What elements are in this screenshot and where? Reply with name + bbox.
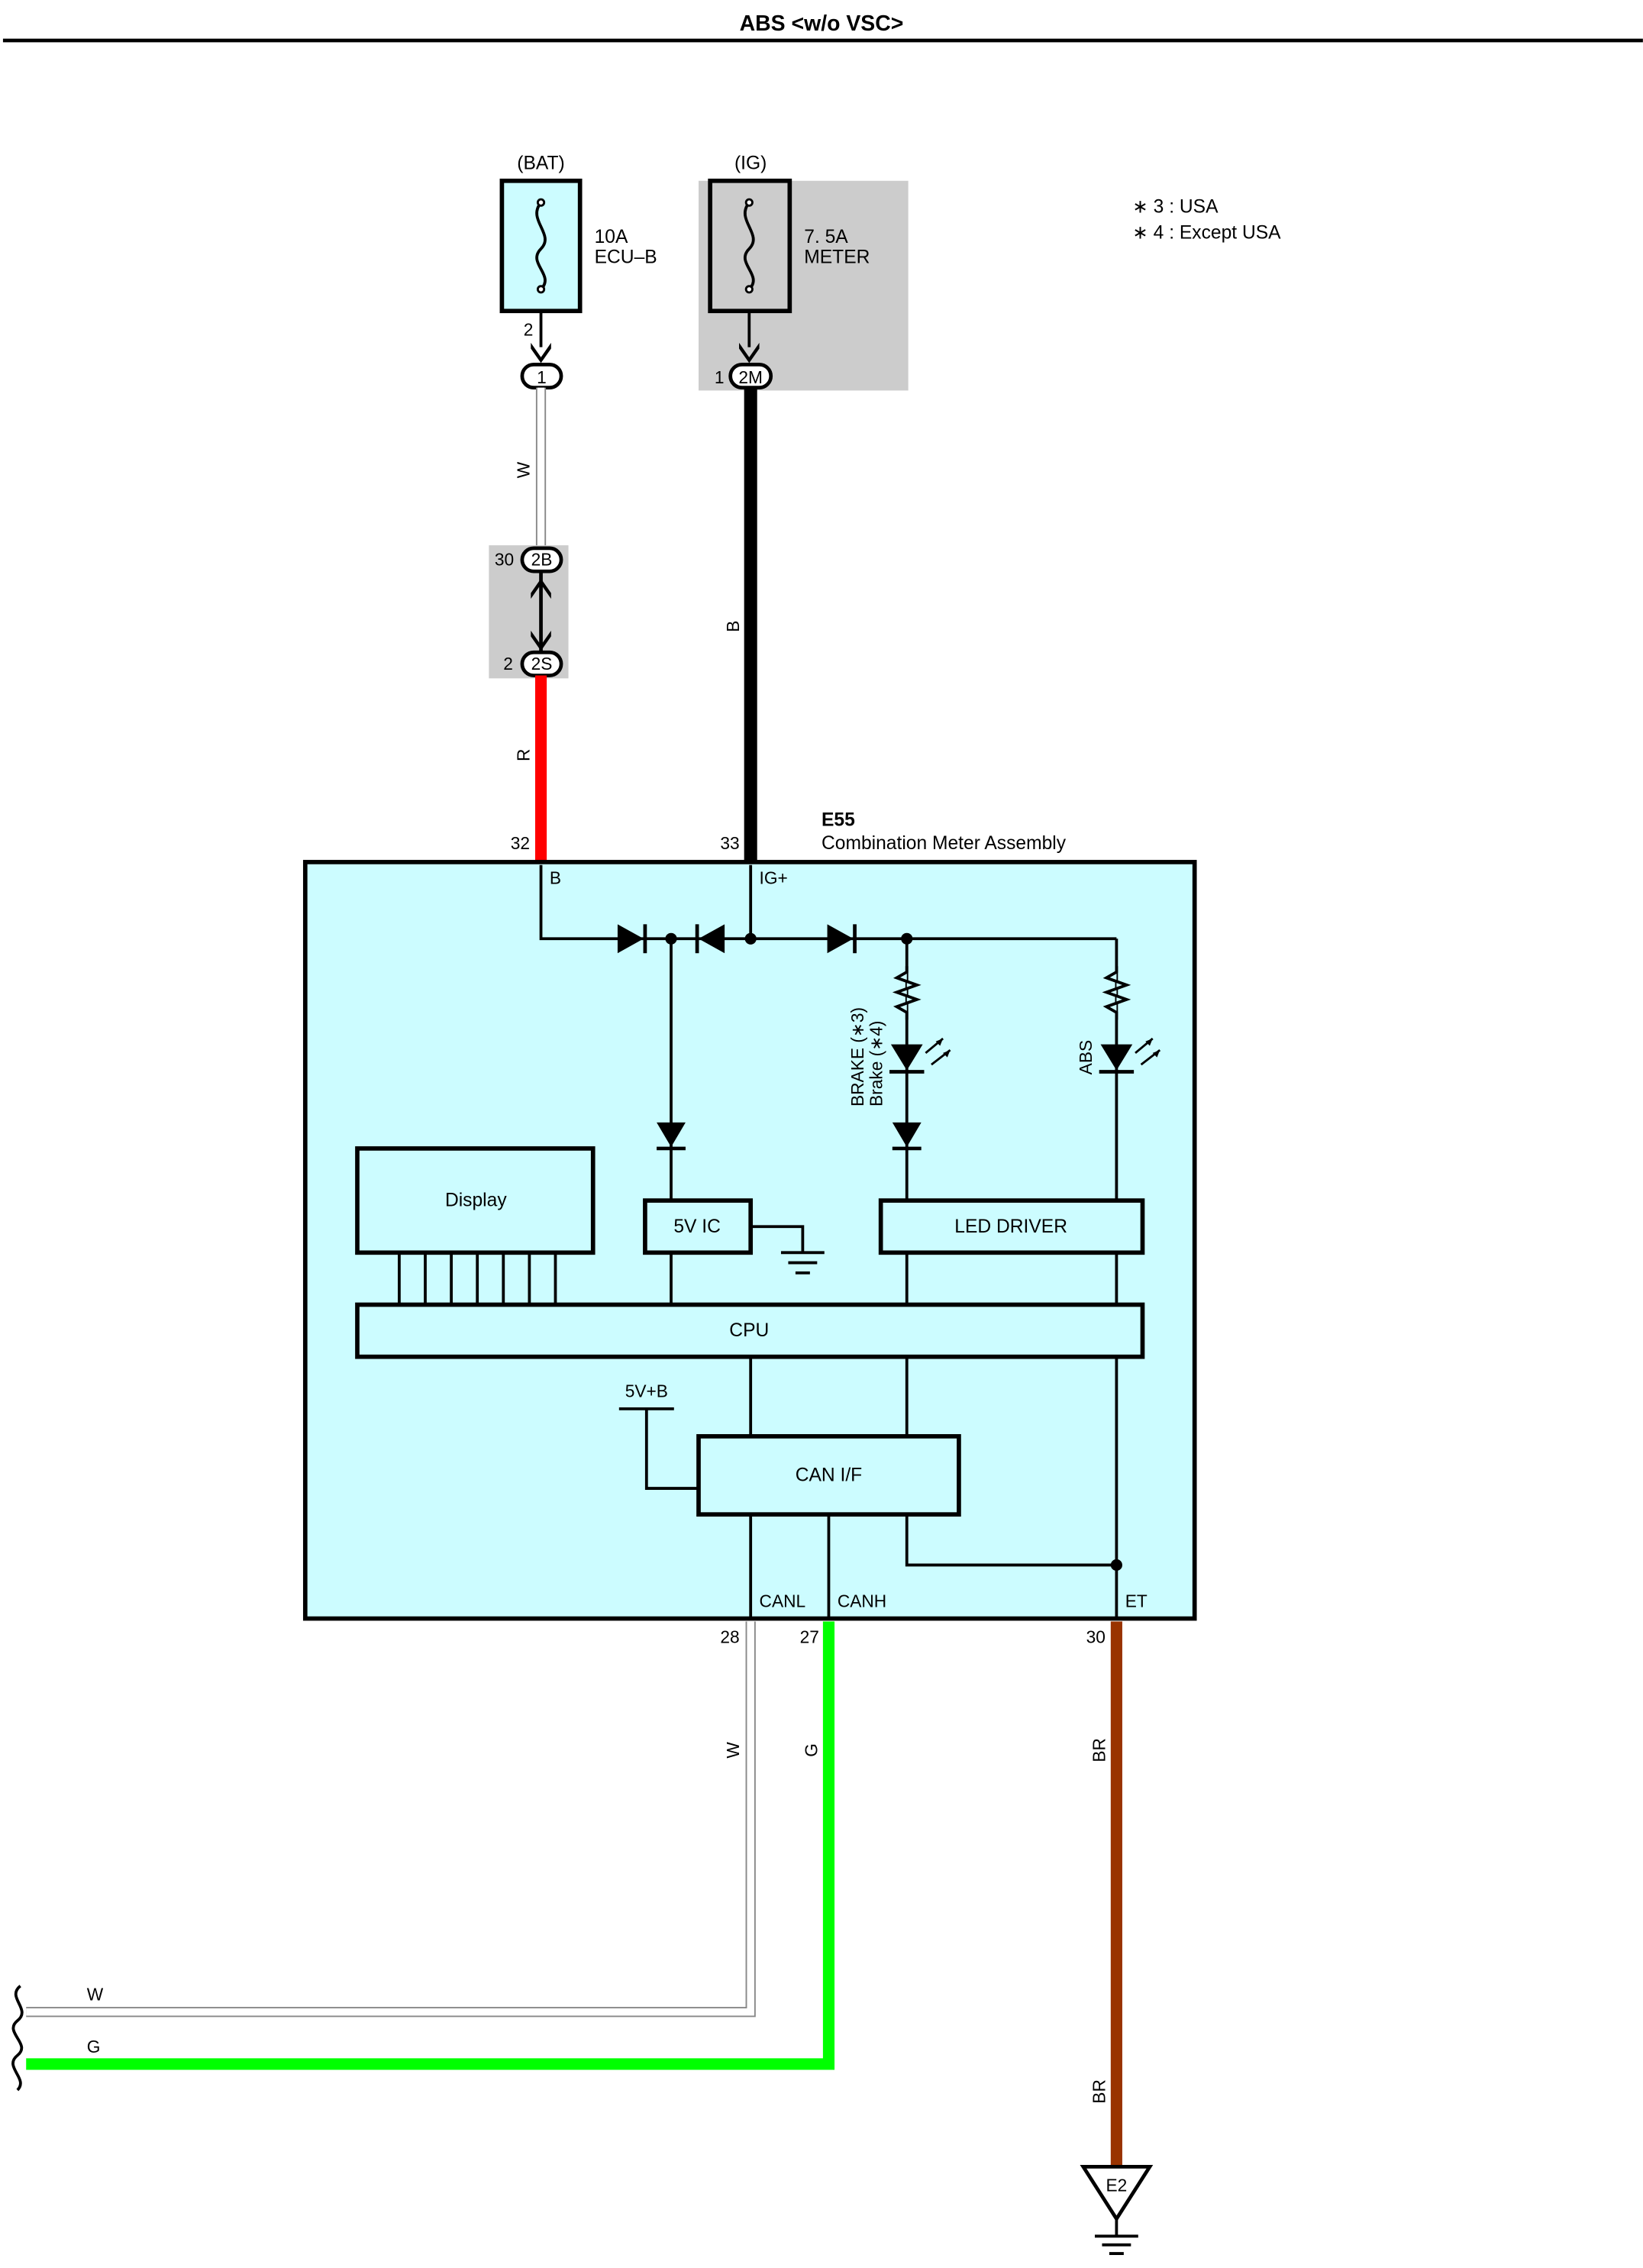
ic-label: 5V IC xyxy=(673,1216,721,1237)
wire-ground-label: BR xyxy=(1089,2079,1109,2104)
brake-led-label: BRAKE (∗3) xyxy=(847,1007,867,1107)
bat-fuse-amp: 10A xyxy=(595,227,628,247)
ig-fuse-name: METER xyxy=(804,247,870,268)
diode-1-icon xyxy=(617,924,647,954)
can-if-label: CAN I/F xyxy=(796,1465,863,1486)
ground-point-label: E2 xyxy=(1106,2176,1128,2195)
bat-fuse-terminal-bottom xyxy=(536,285,546,294)
cpu-label: CPU xyxy=(729,1320,769,1341)
terminal-et-label: ET xyxy=(1125,1591,1148,1611)
note-usa: ∗ 3 : USA xyxy=(1132,196,1219,217)
chassis-ground-icon xyxy=(1094,2218,1138,2255)
display-block xyxy=(355,1146,596,1255)
trace-can-et xyxy=(905,1514,1117,1567)
resistor-brake-icon xyxy=(892,966,922,1020)
wire-bat-w-label: W xyxy=(513,461,533,478)
junction-down-arrow-icon xyxy=(531,630,551,651)
ig-connector-arrow-icon xyxy=(739,342,760,363)
ig-fuse-terminal-top xyxy=(744,198,754,207)
pin-b-number: 32 xyxy=(511,833,530,853)
ig-connector-label: 2M xyxy=(738,367,763,387)
connector-2s-pin: 2 xyxy=(503,654,513,674)
led-driver-block xyxy=(878,1198,1145,1255)
bat-fuse-terminal-top xyxy=(536,198,546,207)
ig-connector-pin: 1 xyxy=(715,367,725,387)
can-if-block xyxy=(696,1434,961,1517)
page-title: ABS <w/o VSC> xyxy=(740,11,904,36)
pin-ig-number: 33 xyxy=(720,833,739,853)
wire-ig-b-label: B xyxy=(723,621,743,632)
junction-up-arrow-icon xyxy=(531,578,551,599)
node-ig-tap xyxy=(744,932,757,945)
wire-bat-r-label: R xyxy=(513,749,533,761)
bus-w-label: W xyxy=(87,1985,104,2005)
ig-source-label: (IG) xyxy=(734,153,767,174)
ic-block xyxy=(643,1198,754,1255)
node-et xyxy=(1110,1559,1122,1572)
pin-canl-number: 28 xyxy=(720,1627,739,1647)
connector-2b-pin: 30 xyxy=(495,550,514,570)
note-except-usa: ∗ 4 : Except USA xyxy=(1132,223,1281,244)
terminal-ig-label: IG+ xyxy=(760,867,788,887)
brake-led-label-alt: Brake (∗4) xyxy=(867,1021,886,1107)
trace-supply xyxy=(644,1408,699,1490)
supply-label: 5V+B xyxy=(625,1381,668,1401)
bat-fuse-pin: 2 xyxy=(524,319,534,339)
bus-g-label: G xyxy=(87,2037,101,2056)
wire-canh-label: G xyxy=(801,1743,821,1757)
bat-connector-arrow-icon xyxy=(531,342,551,363)
ig-fuse-amp: 7. 5A xyxy=(804,227,848,247)
assembly-id: E55 xyxy=(822,810,855,831)
trace-b-rail xyxy=(539,864,1117,941)
wire-canl-w xyxy=(26,1621,754,2016)
bat-fuse-name: ECU–B xyxy=(595,247,657,268)
assembly-name: Combination Meter Assembly xyxy=(822,833,1067,854)
abs-led-label: ABS xyxy=(1076,1040,1096,1074)
diode-brake-icon xyxy=(892,1122,922,1151)
diode-3-icon xyxy=(827,924,857,954)
diode-2-icon xyxy=(695,924,725,954)
diode-5v-icon xyxy=(657,1122,686,1151)
trace-ic-ground xyxy=(750,1225,805,1253)
bus-break-icon xyxy=(11,1985,24,2092)
ic-ground-icon xyxy=(780,1251,825,1275)
led-driver-label: LED DRIVER xyxy=(954,1216,1067,1237)
ig-fuse-icon xyxy=(743,201,755,291)
abs-led-icon xyxy=(1099,1037,1161,1074)
display-bus-lines xyxy=(398,1252,557,1305)
ground-point-icon xyxy=(1080,2165,1154,2222)
connector-2s-label: 2S xyxy=(531,654,553,674)
connector-2b-label: 2B xyxy=(531,550,553,570)
wire-et-label: BR xyxy=(1089,1738,1109,1762)
wire-canl-w-outline xyxy=(26,1621,756,2018)
display-label: Display xyxy=(445,1191,507,1211)
bat-fuse-icon xyxy=(535,201,547,291)
brake-led-icon xyxy=(889,1037,951,1074)
terminal-canh-label: CANH xyxy=(838,1591,886,1611)
wire-canh-g xyxy=(26,1621,835,2070)
resistor-abs-icon xyxy=(1102,966,1131,1020)
bat-source-label: (BAT) xyxy=(517,153,564,174)
pin-et-number: 30 xyxy=(1086,1627,1106,1647)
wire-canl-label: W xyxy=(723,1742,743,1759)
ig-fuse-terminal-bottom xyxy=(744,285,754,294)
terminal-canl-label: CANL xyxy=(760,1591,806,1611)
terminal-b-label: B xyxy=(550,867,561,887)
bat-connector-label: 1 xyxy=(537,367,547,387)
pin-canh-number: 27 xyxy=(800,1627,819,1647)
